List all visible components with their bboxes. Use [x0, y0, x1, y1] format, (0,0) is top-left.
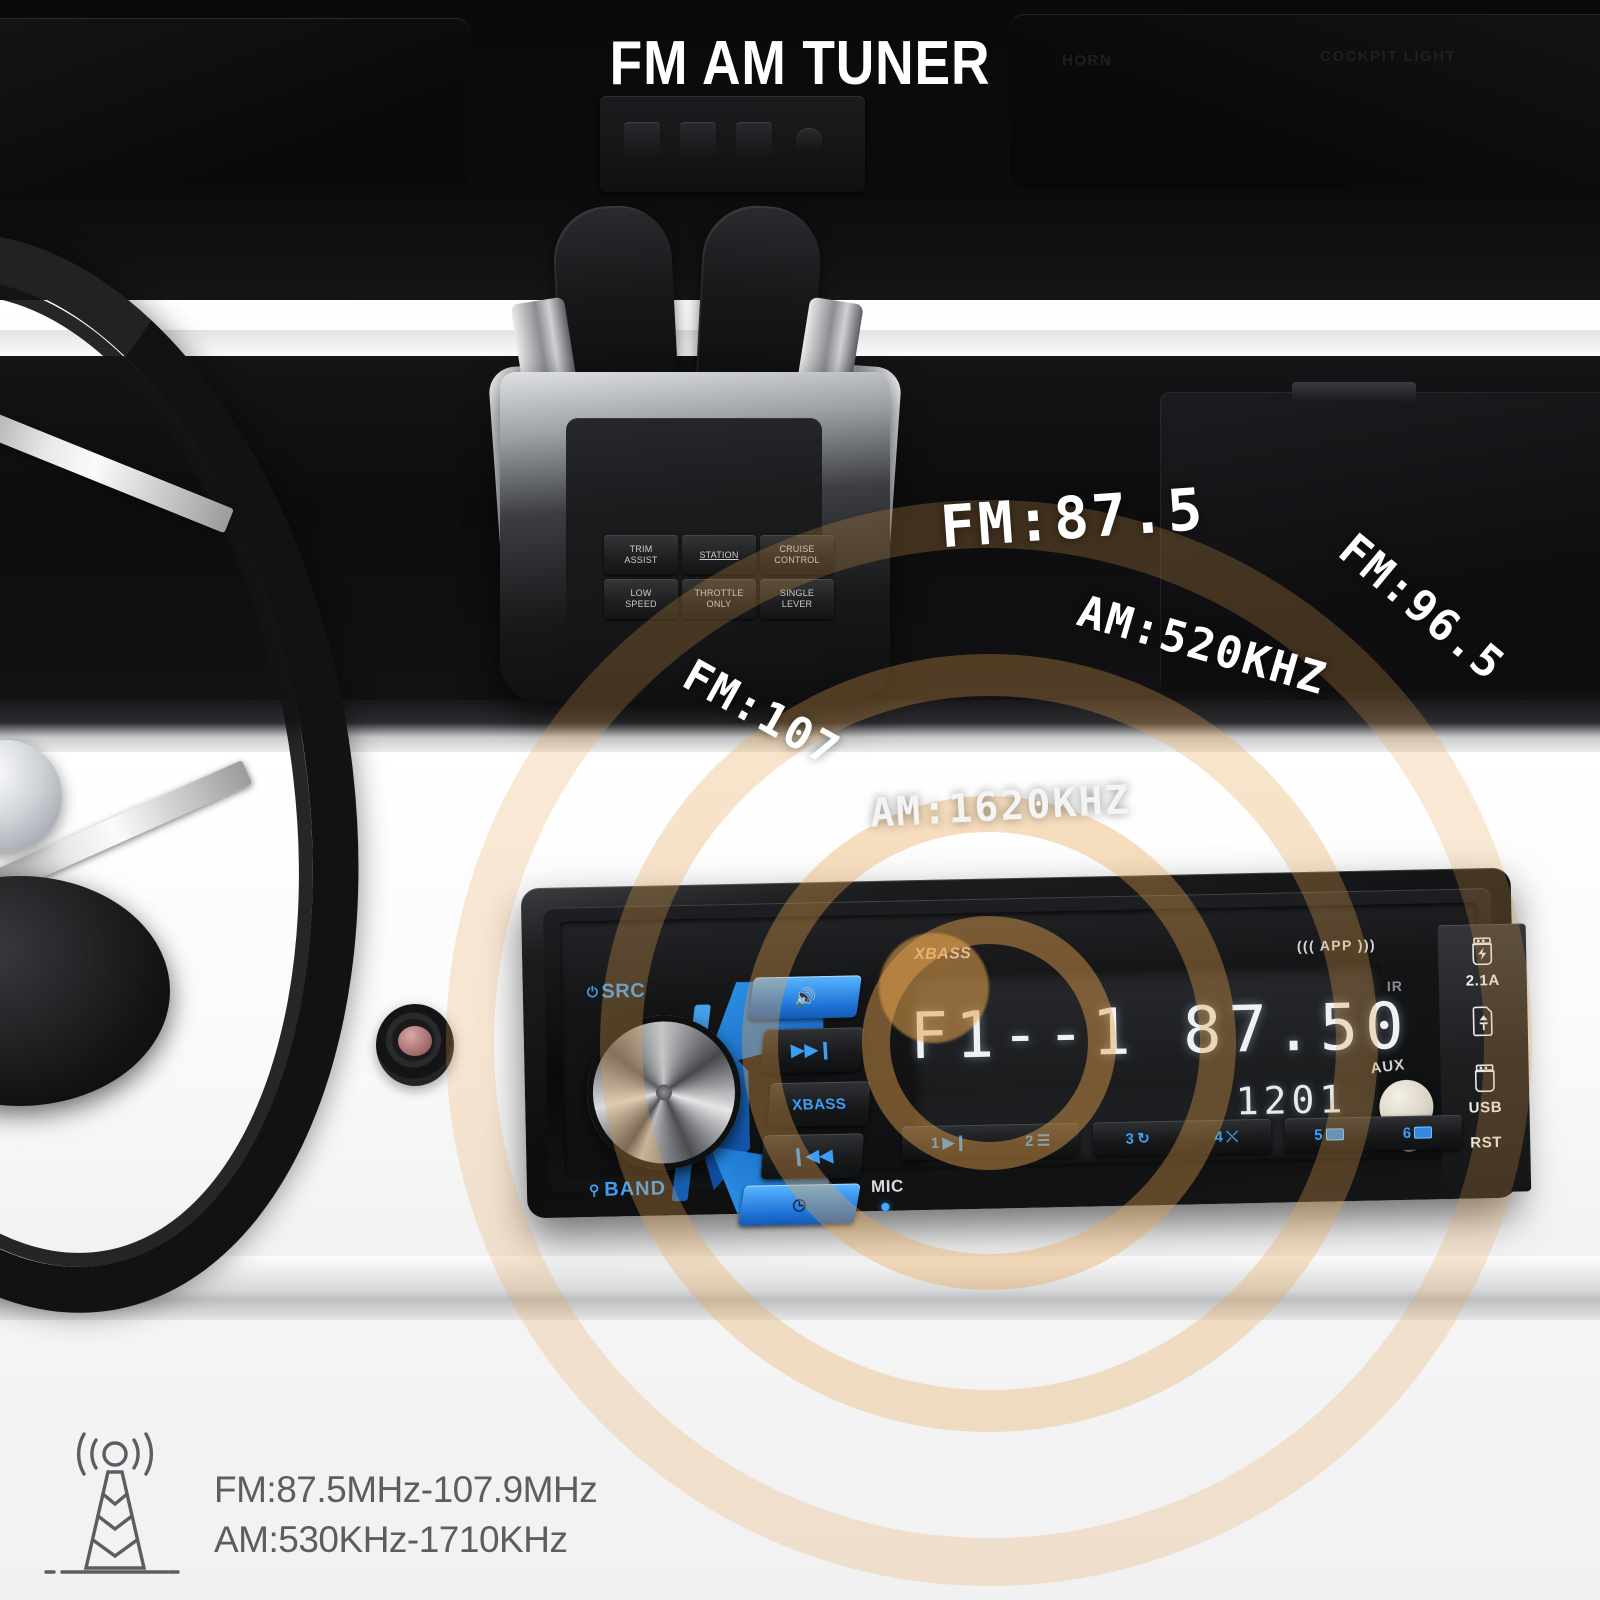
- lowspeed-line1: LOW: [630, 588, 652, 598]
- rocker-switch-2[interactable]: [680, 122, 716, 162]
- lcd-display-zone: XBASS ((( APP ))) F1--1 87.50 1201 ▃▅▇: [908, 930, 1412, 1204]
- preset-2-number: 2: [1024, 1132, 1034, 1150]
- preset-button-3[interactable]: 3 ↻: [1125, 1129, 1150, 1148]
- cruise-line2: CONTROL: [774, 555, 820, 565]
- playlist-icon: ☰: [1036, 1132, 1051, 1150]
- app-bluetooth-label: ((( APP ))): [1296, 936, 1377, 955]
- xbass-logo-label: XBASS: [913, 944, 972, 964]
- throttle-button-grid: TRIM ASSIST STATION CRUISE CONTROL LOW S…: [604, 535, 834, 619]
- play-pause-icon: ▶❙: [942, 1134, 968, 1152]
- console-hatch-panel: [1160, 392, 1600, 692]
- xbass-button-label: XBASS: [791, 1095, 848, 1114]
- singlelever-line1: SINGLE: [779, 588, 815, 598]
- throttleonly-line1: THROTTLE: [694, 588, 744, 598]
- previous-track-button[interactable]: ❙◀◀: [760, 1133, 864, 1180]
- spec-text-block: FM:87.5MHz-107.9MHz AM:530KHz-1710KHz: [214, 1465, 598, 1565]
- singlelever-line2: LEVER: [781, 599, 813, 609]
- preset-3-number: 3: [1125, 1130, 1135, 1148]
- frequency-range-spec-block: FM:87.5MHz-107.9MHz AM:530KHz-1710KHz: [40, 1432, 598, 1597]
- horn-label: HORN: [1062, 52, 1113, 69]
- clock-icon: ◷: [791, 1196, 807, 1214]
- throttle-button-low-speed[interactable]: LOW SPEED: [604, 579, 678, 619]
- mute-volume-button[interactable]: 🔊: [748, 975, 862, 1020]
- tf-card-icon: [1470, 1005, 1497, 1038]
- repeat-icon: ↻: [1137, 1130, 1151, 1148]
- dash-panel-left: [0, 18, 470, 190]
- shuffle-icon: ⤬: [1225, 1127, 1239, 1146]
- helm-shadow-band: [0, 1256, 1600, 1326]
- throttle-button-trim-assist[interactable]: TRIM ASSIST: [604, 535, 678, 575]
- previous-track-icon: ❙◀◀: [790, 1145, 835, 1166]
- cockpit-light-label: COCKPIT LIGHT: [1320, 48, 1457, 65]
- preset-1-number: 1: [930, 1134, 940, 1152]
- band-label[interactable]: ⚲ BAND: [589, 1177, 667, 1202]
- preset-button-1[interactable]: 1 ▶❙: [931, 1133, 968, 1152]
- speaker-icon: 🔊: [793, 986, 817, 1008]
- preset-button-4[interactable]: 4 ⤬: [1214, 1128, 1238, 1145]
- clock-button[interactable]: ◷: [737, 1183, 861, 1226]
- power-icon: ⏻: [586, 983, 599, 1001]
- search-icon: ⚲: [588, 1181, 601, 1199]
- usb-port-label: USB: [1468, 1098, 1503, 1117]
- display-icon-6: [1414, 1126, 1433, 1139]
- radio-front-face: ⏻ SRC ⚲ BAND 🔊 ▶▶❙ XBASS ❙◀◀ ◷ MIC: [559, 902, 1532, 1226]
- usb-port-icon: [1472, 1063, 1499, 1096]
- trim-assist-line1: TRIM: [629, 544, 653, 554]
- trim-assist-line2: ASSIST: [624, 555, 658, 565]
- mic-label: MIC: [870, 1176, 905, 1197]
- usb-charge-icon: [1469, 936, 1496, 969]
- preset-6-number: 6: [1402, 1124, 1412, 1142]
- round-switch[interactable]: [796, 128, 822, 154]
- lowspeed-line2: SPEED: [625, 599, 657, 609]
- helm-bottom-surface: [0, 1320, 1600, 1600]
- preset-group-5-6: 5 6: [1284, 1114, 1463, 1153]
- next-track-icon: ▶▶❙: [790, 1039, 834, 1060]
- throttle-button-throttle-only[interactable]: THROTTLE ONLY: [682, 579, 756, 619]
- hatch-latch[interactable]: [1292, 382, 1416, 404]
- usb-charge-label: 2.1A: [1465, 971, 1501, 990]
- next-track-button[interactable]: ▶▶❙: [759, 1027, 865, 1074]
- throttle-button-single-lever[interactable]: SINGLE LEVER: [760, 579, 834, 619]
- cruise-line1: CRUISE: [779, 544, 815, 554]
- am-range-text: AM:530KHz-1710KHz: [214, 1518, 568, 1560]
- src-label-text: SRC: [601, 979, 646, 1003]
- fm-range-text: FM:87.5MHz-107.9MHz: [214, 1468, 598, 1510]
- rocker-switch-1[interactable]: [624, 122, 660, 162]
- lcd-frequency-text: F1--1 87.50: [909, 989, 1412, 1075]
- radio-tower-icon: [40, 1432, 190, 1597]
- right-port-column: 2.1A USB R: [1437, 923, 1532, 1194]
- aux-label: AUX: [1369, 1056, 1407, 1078]
- rocker-switch-3[interactable]: [736, 122, 772, 162]
- src-power-label[interactable]: ⏻ SRC: [587, 980, 646, 1004]
- preset-4-number: 4: [1214, 1128, 1224, 1146]
- helm-boot-switch[interactable]: [376, 1004, 454, 1086]
- usb-switch-plate: [600, 96, 865, 192]
- throttleonly-line2: ONLY: [706, 599, 732, 609]
- display-icon-5: [1325, 1128, 1344, 1141]
- preset-button-6[interactable]: 6: [1402, 1124, 1433, 1142]
- band-label-text: BAND: [604, 1177, 667, 1201]
- ir-sensor-label: IR: [1386, 977, 1404, 995]
- preset-group-1-2: 1 ▶❙ 2 ☰: [901, 1122, 1080, 1161]
- car-stereo-head-unit: ⏻ SRC ⚲ BAND 🔊 ▶▶❙ XBASS ❙◀◀ ◷ MIC: [520, 867, 1532, 1226]
- page-title: FM AM TUNER: [609, 29, 991, 98]
- xbass-button[interactable]: XBASS: [767, 1081, 871, 1128]
- preset-5-number: 5: [1313, 1126, 1323, 1144]
- preset-button-2[interactable]: 2 ☰: [1025, 1131, 1051, 1150]
- preset-button-5[interactable]: 5: [1313, 1126, 1344, 1144]
- station-line1: STATION: [699, 549, 739, 560]
- reset-button-label[interactable]: RST: [1470, 1133, 1503, 1152]
- throttle-button-cruise-control[interactable]: CRUISE CONTROL: [760, 535, 834, 575]
- preset-group-3-4: 3 ↻ 4 ⤬: [1093, 1118, 1272, 1157]
- dash-panel-right: [1010, 14, 1600, 190]
- throttle-button-station[interactable]: STATION: [682, 535, 756, 575]
